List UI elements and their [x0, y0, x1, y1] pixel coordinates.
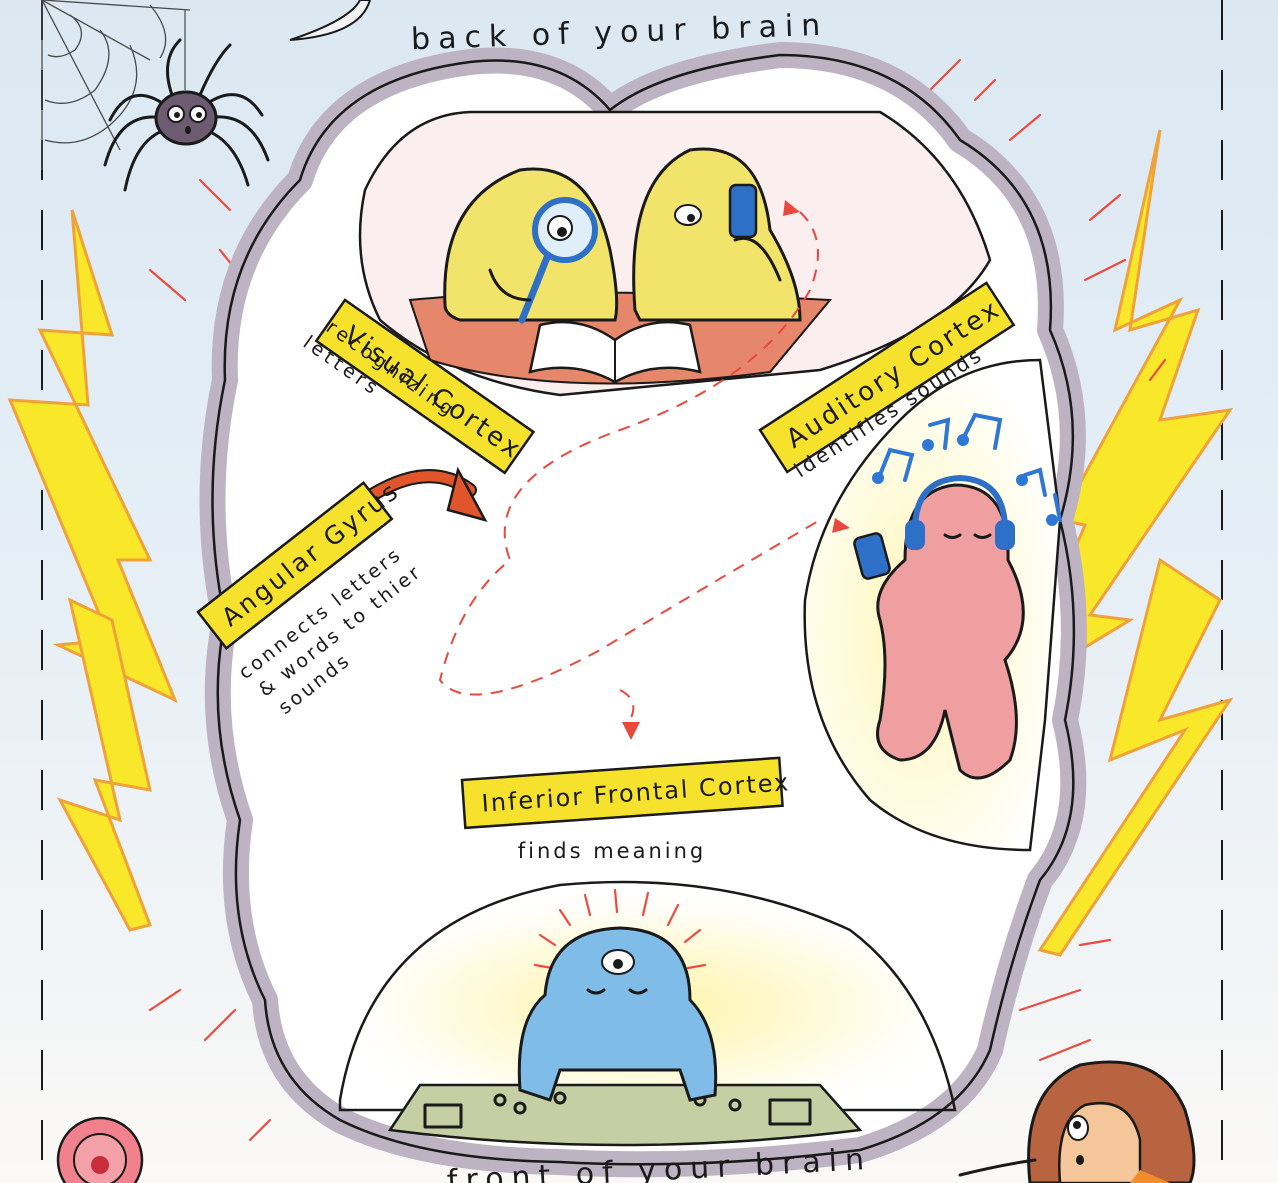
- phone-icon: [730, 185, 756, 237]
- spider-icon: [105, 40, 268, 190]
- frontal-cortex-note: finds meaning: [518, 839, 707, 863]
- flower-icon: [58, 1118, 142, 1183]
- swoosh-line: [960, 1160, 1035, 1175]
- crescent-shape: [290, 0, 370, 40]
- girl-character: [1029, 1062, 1194, 1183]
